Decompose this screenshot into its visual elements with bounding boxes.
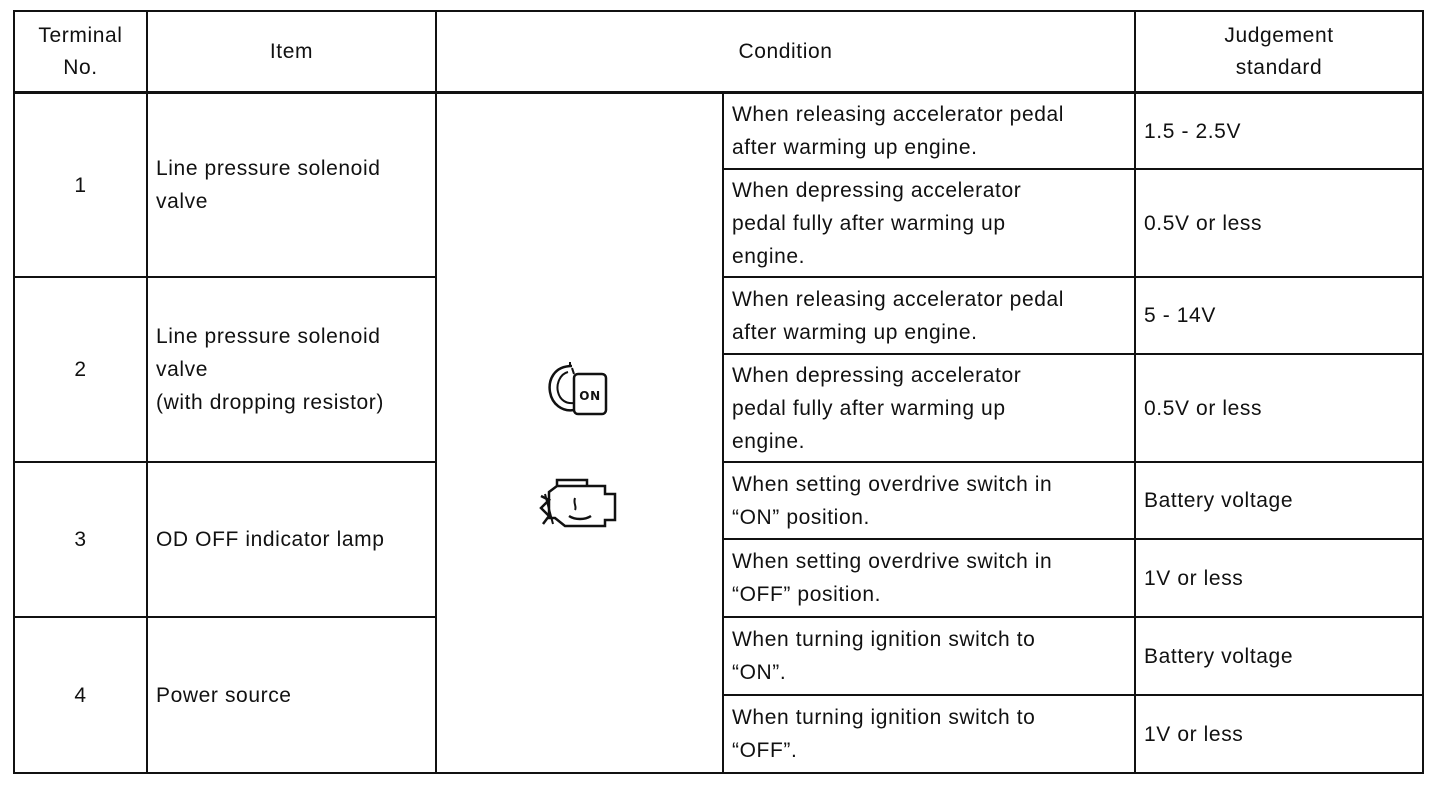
condition-text: When releasing accelerator pedal after w… — [721, 276, 1137, 355]
condition-icons-cell: ON — [435, 91, 724, 774]
item-name: Power source — [146, 616, 437, 774]
condition-text: When setting overdrive switch in “ON” po… — [721, 461, 1137, 540]
judgement-value: 0.5V or less — [1134, 168, 1425, 278]
terminal-number: 1 — [13, 91, 148, 278]
terminal-number: 3 — [13, 461, 148, 618]
table-row: 1 Line pressure solenoid valve ON — [13, 91, 1425, 774]
item-name: Line pressure solenoid valve — [146, 91, 437, 278]
svg-text:ON: ON — [579, 389, 600, 403]
condition-text: When setting overdrive switch in “OFF” p… — [721, 538, 1137, 618]
judgement-value: 1V or less — [1134, 694, 1425, 774]
table-row: 4 Power source When turning ignition swi… — [13, 616, 1425, 774]
judgement-value: 5 - 14V — [1134, 276, 1425, 355]
judgement-header: Judgement standard — [1134, 10, 1425, 94]
condition-text: When depressing accelerator pedal fully … — [721, 168, 1137, 278]
condition-header: Condition — [434, 10, 1137, 94]
table-row: 3 OD OFF indicator lamp When setting ove… — [13, 461, 1425, 618]
table-row: When depressing accelerator pedal fully … — [14, 168, 1425, 278]
terminal-number: 4 — [13, 616, 148, 774]
engine-running-icon — [538, 478, 616, 528]
item-name: Line pressure solenoid valve (with dropp… — [146, 276, 437, 463]
judgement-value: Battery voltage — [1134, 616, 1425, 696]
table-row: When setting overdrive switch in “OFF” p… — [14, 538, 1425, 618]
condition-text: When turning ignition switch to “ON”. — [721, 616, 1137, 696]
terminal-header: Terminal No. — [13, 10, 148, 94]
table-row: 2 Line pressure solenoid valve (with dro… — [13, 276, 1425, 463]
terminal-number: 2 — [13, 276, 148, 463]
judgement-value: 1V or less — [1134, 538, 1425, 618]
table-row: When depressing accelerator pedal fully … — [14, 353, 1425, 463]
header-row: Terminal No. Item Condition Judgement st… — [13, 10, 1425, 94]
condition-text: When depressing accelerator pedal fully … — [721, 353, 1137, 463]
judgement-value: Battery voltage — [1134, 461, 1425, 540]
item-header: Item — [146, 10, 437, 94]
table-row: When turning ignition switch to “OFF”. 1… — [14, 694, 1425, 774]
judgement-value: 1.5 - 2.5V — [1134, 91, 1425, 170]
ignition-key-on-icon: ON — [547, 362, 607, 416]
condition-text: When releasing accelerator pedal after w… — [721, 91, 1137, 170]
judgement-value: 0.5V or less — [1134, 353, 1425, 463]
terminal-judgement-table: Terminal No. Item Condition Judgement st… — [13, 10, 1425, 774]
item-name: OD OFF indicator lamp — [146, 461, 437, 618]
condition-text: When turning ignition switch to “OFF”. — [721, 694, 1137, 774]
